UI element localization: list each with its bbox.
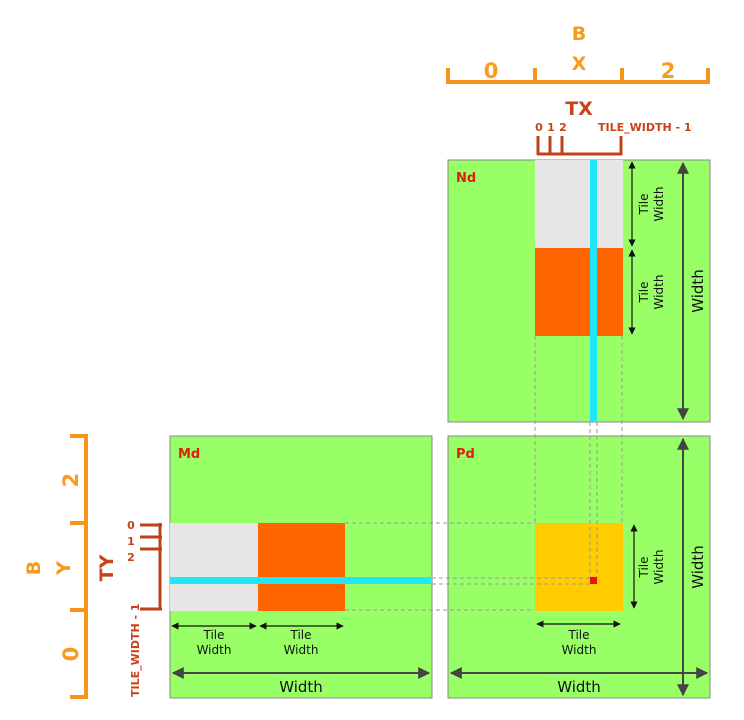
- nd-tile-done: [535, 160, 623, 248]
- md-width-label: Width: [279, 678, 323, 696]
- md-tile-width-1-line1: Tile: [202, 628, 224, 642]
- md-tile-width-1-line2: Width: [197, 643, 232, 657]
- tx-ticks: [536, 136, 623, 156]
- pd-matrix: [447, 435, 711, 699]
- pd-dimensions: [449, 437, 709, 697]
- md-tile-width-2-line2: Width: [284, 643, 319, 657]
- md-dimensions: [171, 622, 431, 679]
- nd-dimensions: [628, 161, 689, 421]
- nd-tile-width-1-line2: Width: [652, 187, 666, 222]
- nd-tile-width-2-line2: Width: [652, 275, 666, 310]
- bx-title-b: B: [572, 23, 586, 45]
- tx-title: TX: [565, 98, 593, 120]
- pd-width-h-label: Width: [557, 678, 601, 696]
- ty-title: TY: [96, 554, 118, 581]
- md-tile-done: [170, 523, 258, 611]
- bx-axis: [446, 68, 710, 84]
- pd-label: Pd: [456, 447, 475, 462]
- pd-tile-width-v-line1: Tile: [637, 556, 651, 578]
- nd-width-label: Width: [689, 269, 707, 313]
- nd-thread-column: [590, 160, 597, 422]
- pd-element: [590, 577, 597, 584]
- by-title-y: Y: [53, 561, 75, 576]
- pd-tile-width-h-line2: Width: [562, 643, 597, 657]
- md-tile-width-2-line1: Tile: [289, 628, 311, 642]
- tx-last: TILE_WIDTH - 1: [598, 121, 692, 134]
- md-label: Md: [178, 447, 200, 462]
- bx-block-0: 0: [484, 59, 499, 83]
- tx-index-2: 2: [559, 121, 567, 134]
- nd-label: Nd: [456, 171, 476, 186]
- nd-tile-width-2-line1: Tile: [637, 281, 651, 303]
- bx-block-2: 2: [661, 59, 676, 83]
- tx-index-1: 1: [547, 121, 555, 134]
- tx-index-0: 0: [535, 121, 543, 134]
- by-title-b: B: [23, 561, 45, 575]
- nd-tile-width-1-line1: Tile: [637, 193, 651, 215]
- ty-last: TILE_WIDTH - 1: [129, 603, 142, 697]
- md-matrix: [169, 435, 433, 699]
- pd-tile-width-h-line1: Tile: [567, 628, 589, 642]
- by-block-2: 2: [59, 473, 83, 488]
- nd-matrix: [447, 159, 711, 423]
- guide-lines: [345, 336, 623, 611]
- ty-ticks: [140, 523, 162, 611]
- by-axis: [70, 434, 88, 699]
- pd-width-v-label: Width: [689, 545, 707, 589]
- ty-index-1: 1: [127, 535, 135, 548]
- bx-title-x: X: [572, 53, 587, 75]
- nd-tile-current: [535, 248, 623, 336]
- md-tile-current: [258, 523, 345, 611]
- md-thread-row: [170, 577, 432, 584]
- ty-index-2: 2: [127, 551, 135, 564]
- by-block-0: 0: [59, 647, 83, 662]
- ty-index-0: 0: [127, 519, 135, 532]
- pd-tile-width-v-line2: Width: [652, 550, 666, 585]
- pd-tile: [535, 523, 623, 611]
